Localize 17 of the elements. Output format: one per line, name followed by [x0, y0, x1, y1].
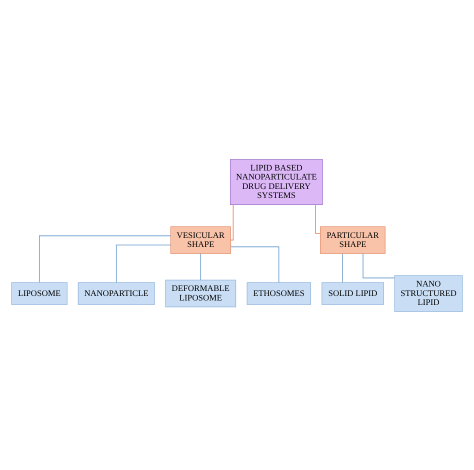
- node-box: DEFORMABLE LIPOSOME: [165, 279, 236, 307]
- node-box: NANOPARTICLE: [78, 282, 155, 304]
- node-box: ETHOSOMES: [246, 282, 311, 304]
- node-box: VESICULAR SHAPE: [170, 226, 231, 254]
- node-box: SOLID LIPID: [322, 282, 384, 304]
- connector: [362, 252, 395, 278]
- connector: [230, 246, 280, 282]
- connector: [315, 204, 321, 234]
- node-box: NANO STRUCTURED LIPID: [394, 274, 463, 312]
- connector: [38, 234, 172, 282]
- node-box: PARTICULAR SHAPE: [320, 226, 386, 254]
- connector: [116, 244, 172, 282]
- connector: [230, 204, 234, 240]
- connector: [342, 252, 343, 282]
- connector: [200, 252, 202, 280]
- node-box: LIPOSOME: [11, 282, 68, 304]
- node-box: LIPID BASED NANOPARTICULATE DRUG DELIVERY SYSTEMS: [230, 158, 323, 204]
